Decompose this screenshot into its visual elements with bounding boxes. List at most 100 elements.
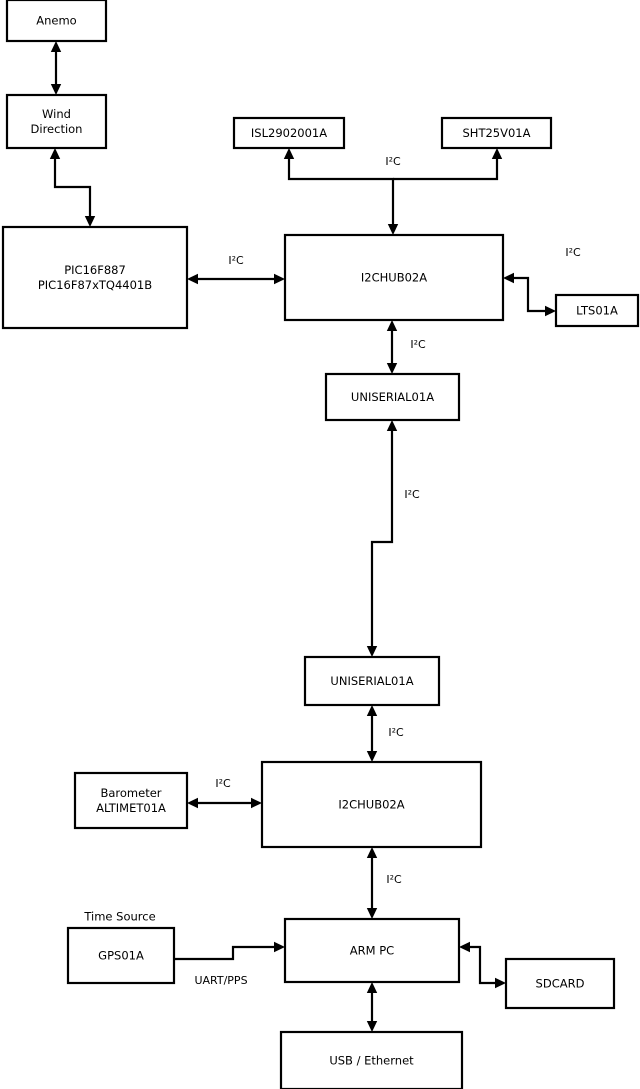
edge-label-hub-uniserial-up: I²C bbox=[410, 338, 426, 351]
arrow-head bbox=[251, 797, 262, 809]
node-sht[interactable]: SHT25V01A bbox=[440, 116, 553, 150]
free-label-time_source: Time Source bbox=[83, 910, 155, 924]
arrow-head bbox=[366, 705, 378, 716]
node-isl[interactable]: ISL2902001A bbox=[232, 116, 346, 150]
node-box-uniserial_up[interactable] bbox=[324, 372, 461, 422]
arrow-head bbox=[495, 977, 506, 989]
arrow-head bbox=[283, 148, 295, 159]
arrow-head bbox=[366, 982, 378, 993]
edge-hub-lts: I²C bbox=[503, 246, 581, 317]
node-box-isl[interactable] bbox=[232, 116, 346, 150]
arrow-head bbox=[50, 84, 62, 95]
arrow-head bbox=[187, 797, 198, 809]
node-label-usb_eth: USB / Ethernet bbox=[329, 1053, 414, 1067]
node-box-wind_dir[interactable] bbox=[5, 93, 108, 150]
node-box-usb_eth[interactable] bbox=[279, 1030, 464, 1089]
node-anemo[interactable]: Anemo bbox=[5, 0, 108, 43]
node-box-lts[interactable] bbox=[554, 293, 640, 328]
arrow-head bbox=[274, 273, 285, 285]
edge-label-pic-hub: I²C bbox=[228, 254, 244, 267]
arrow-head bbox=[386, 363, 398, 374]
arrow-head bbox=[84, 216, 96, 227]
node-label-sdcard: SDCARD bbox=[536, 976, 585, 990]
edge-label-uniserial-link: I²C bbox=[404, 488, 420, 501]
edge-line bbox=[468, 945, 497, 985]
node-gps[interactable]: GPS01A bbox=[66, 926, 176, 985]
edge-line bbox=[393, 157, 499, 181]
node-armpc[interactable]: ARM PC bbox=[283, 917, 461, 984]
node-hub_top[interactable]: I2CHUB02A bbox=[283, 233, 505, 322]
node-label-lts: LTS01A bbox=[576, 303, 618, 317]
arrow-head bbox=[366, 847, 378, 858]
edge-gps-armpc: UART/PPS bbox=[174, 941, 285, 987]
edge-barometer-hub: I²C bbox=[187, 777, 262, 809]
node-box-sdcard[interactable] bbox=[504, 957, 616, 1010]
node-usb_eth[interactable]: USB / Ethernet bbox=[279, 1030, 464, 1089]
node-box-armpc[interactable] bbox=[283, 917, 461, 984]
arrow-head bbox=[274, 941, 285, 953]
edge-layer: I²C I²C I²C I²C I²C I²C I²C I²C UART/PPS bbox=[49, 41, 581, 1032]
node-box-hub_bot[interactable] bbox=[260, 760, 483, 849]
node-label-armpc: ARM PC bbox=[350, 943, 394, 957]
edge-uniserial-hub-bot: I²C bbox=[366, 705, 404, 762]
node-label-anemo: Anemo bbox=[36, 13, 76, 27]
arrow-head bbox=[50, 41, 62, 52]
node-hub_bot[interactable]: I2CHUB02A bbox=[260, 760, 483, 849]
edge-anemo-wind bbox=[50, 41, 62, 95]
node-box-sht[interactable] bbox=[440, 116, 553, 150]
edge-line bbox=[512, 276, 547, 313]
arrow-head bbox=[366, 646, 378, 657]
edge-armpc-sdcard bbox=[459, 941, 506, 989]
arrow-head bbox=[366, 908, 378, 919]
arrow-head bbox=[386, 320, 398, 331]
arrow-head bbox=[491, 148, 503, 159]
node-box-gps[interactable] bbox=[66, 926, 176, 985]
arrow-head bbox=[187, 273, 198, 285]
edge-label-uniserial-hub-bot: I²C bbox=[388, 726, 404, 739]
arrow-head bbox=[49, 148, 61, 159]
node-box-pic[interactable] bbox=[1, 225, 189, 330]
node-box-anemo[interactable] bbox=[5, 0, 108, 43]
edge-label-hub-sensors: I²C bbox=[385, 155, 401, 168]
edge-line bbox=[287, 157, 395, 226]
edge-label-gps-armpc: UART/PPS bbox=[194, 974, 247, 987]
node-label-uniserial_dn: UNISERIAL01A bbox=[330, 674, 413, 688]
edge-hub-sht bbox=[393, 148, 503, 181]
node-lts[interactable]: LTS01A bbox=[554, 293, 640, 328]
arrow-head bbox=[366, 751, 378, 762]
node-uniserial_dn[interactable]: UNISERIAL01A bbox=[303, 655, 441, 707]
node-box-uniserial_dn[interactable] bbox=[303, 655, 441, 707]
arrow-head bbox=[366, 1021, 378, 1032]
edge-hub-armpc: I²C bbox=[366, 847, 402, 919]
edge-wind-pic bbox=[49, 148, 96, 227]
node-box-hub_top[interactable] bbox=[283, 233, 505, 322]
edge-pic-hub: I²C bbox=[187, 254, 285, 285]
edge-hub-sensors: I²C bbox=[283, 148, 401, 235]
edge-label-hub-armpc: I²C bbox=[386, 873, 402, 886]
node-uniserial_up[interactable]: UNISERIAL01A bbox=[324, 372, 461, 422]
node-label-hub_bot: I2CHUB02A bbox=[338, 797, 404, 811]
arrow-head bbox=[386, 420, 398, 431]
node-box-barometer[interactable] bbox=[73, 771, 189, 830]
edge-line bbox=[370, 429, 394, 648]
arrow-head bbox=[459, 941, 470, 953]
edge-label-hub-lts: I²C bbox=[565, 246, 581, 259]
arrow-head bbox=[387, 224, 399, 235]
node-sdcard[interactable]: SDCARD bbox=[504, 957, 616, 1010]
arrow-head bbox=[503, 272, 514, 284]
node-label-uniserial_up: UNISERIAL01A bbox=[351, 390, 434, 404]
edge-uniserial-link: I²C bbox=[366, 420, 420, 657]
edge-line bbox=[53, 157, 92, 218]
edge-hub-uniserial-up: I²C bbox=[386, 320, 426, 374]
node-label-sht: SHT25V01A bbox=[463, 126, 531, 140]
node-label-gps: GPS01A bbox=[98, 948, 144, 962]
